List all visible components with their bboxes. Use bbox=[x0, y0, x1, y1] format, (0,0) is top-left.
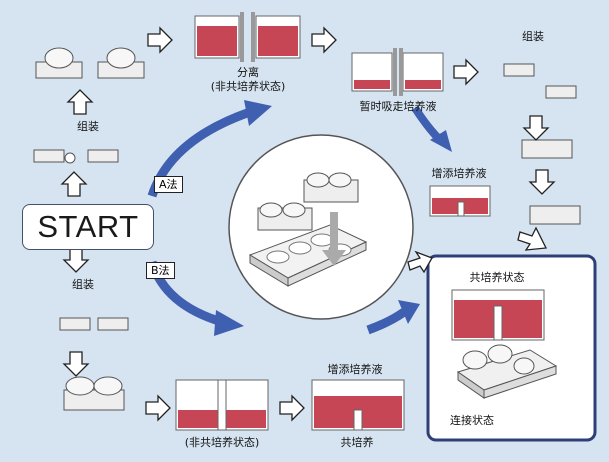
down-gray-arrow bbox=[322, 212, 346, 266]
connected-state-label: 连接状态 bbox=[450, 414, 494, 427]
coculture-chamber bbox=[451, 289, 545, 341]
device-sketch-left-top-2 bbox=[97, 47, 145, 79]
method-a-arrowhead bbox=[244, 100, 272, 126]
method-b-arrowhead bbox=[214, 310, 244, 336]
to-additive-arrowhead bbox=[430, 130, 452, 152]
arrow-13 bbox=[517, 226, 548, 251]
to-coculture-curved-arrow bbox=[366, 308, 407, 335]
block-arrows bbox=[60, 26, 556, 422]
device-sketch-bottom-left bbox=[59, 317, 129, 411]
coculture-state-label: 共培养状态 bbox=[469, 271, 525, 284]
device-sketch-left-mid bbox=[33, 149, 119, 164]
arrow-4 bbox=[66, 89, 94, 115]
add-medium-label-bottom: 增添培养液 bbox=[327, 363, 383, 376]
to-coculture-arrowhead bbox=[398, 300, 420, 324]
arrow-5 bbox=[60, 171, 88, 197]
device-sketch-right-2 bbox=[521, 139, 573, 159]
arrow-1 bbox=[147, 26, 173, 54]
arrow-11 bbox=[528, 169, 556, 195]
add-medium-label-right: 增添培养液 bbox=[431, 167, 487, 180]
device-sketch-right-1 bbox=[503, 63, 577, 99]
arrow-9 bbox=[279, 394, 305, 422]
arrow-12 bbox=[407, 250, 433, 274]
aspirate-medium-label: 暂时吸走培养液 bbox=[359, 100, 437, 113]
arrow-8 bbox=[145, 394, 171, 422]
separated-chambers bbox=[194, 12, 301, 62]
arrow-6 bbox=[62, 247, 90, 273]
arrow-2 bbox=[311, 26, 337, 54]
coculture-chamber-bottom bbox=[311, 379, 405, 431]
arrow-10 bbox=[522, 115, 550, 141]
coculture-label: 共培养 bbox=[340, 436, 374, 449]
assemble-label-right: 组装 bbox=[522, 30, 544, 43]
method-a-tag: A法 bbox=[154, 176, 183, 193]
aspirated-chambers bbox=[351, 48, 444, 96]
non-coculture-state-label-top: (非共培养状态) bbox=[210, 80, 286, 93]
assemble-label-top: 组装 bbox=[77, 120, 99, 133]
assemble-label-bottom: 组装 bbox=[72, 278, 94, 291]
method-a-label: A法 bbox=[159, 178, 178, 191]
start-label: START bbox=[37, 209, 139, 244]
method-b-tag: B法 bbox=[146, 262, 175, 279]
connected-device bbox=[456, 344, 558, 399]
arrow-7 bbox=[62, 351, 90, 377]
assembly-circle bbox=[228, 134, 414, 320]
separate-label: 分离 bbox=[237, 66, 259, 79]
chamber-device-left bbox=[257, 202, 313, 231]
method-b-label: B法 bbox=[151, 264, 170, 277]
non-coculture-chamber-bottom bbox=[175, 379, 269, 431]
medium-added-chamber bbox=[429, 185, 491, 217]
chamber-device-right bbox=[303, 172, 359, 203]
device-sketch-right-3 bbox=[529, 205, 581, 225]
arrow-3 bbox=[453, 58, 479, 86]
start-box: START bbox=[22, 204, 154, 250]
device-sketch-left-top-1 bbox=[35, 47, 83, 79]
non-coculture-state-label-bottom: (非共培养状态) bbox=[184, 436, 260, 449]
